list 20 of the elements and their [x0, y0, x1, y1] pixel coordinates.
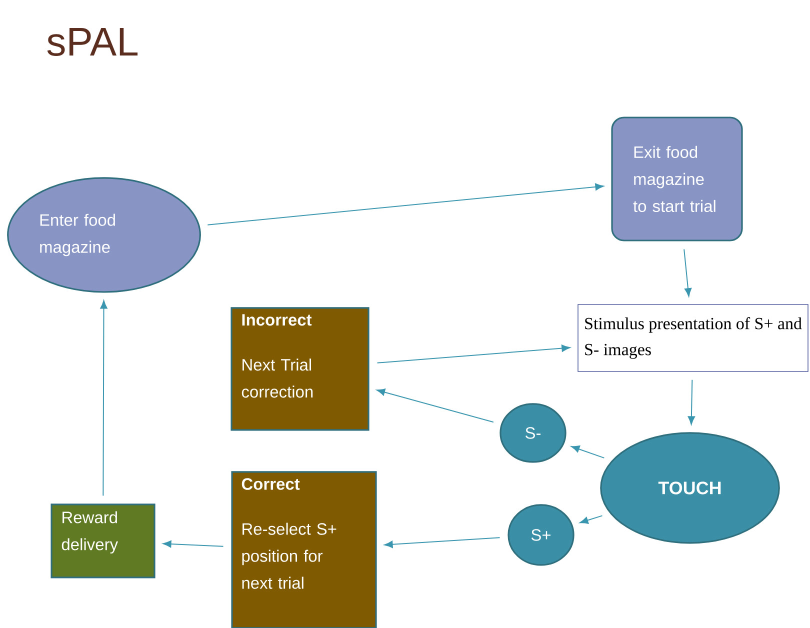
arrow — [684, 248, 692, 297]
arrow — [384, 537, 500, 548]
arrow — [162, 540, 224, 548]
oval-node: TOUCH — [600, 432, 780, 544]
arrow — [580, 515, 603, 524]
title: sPAL — [47, 28, 138, 56]
stimulus-box: Stimulus presentation of S+ and S- images — [578, 304, 808, 372]
arrow — [688, 379, 696, 425]
circle-node: S+ — [508, 504, 574, 566]
circle-node: S- — [500, 403, 566, 463]
outcome-box: Correct Re-select S+ position for next trial — [231, 471, 377, 628]
arrow — [376, 388, 494, 423]
arrow — [100, 300, 108, 496]
arrow — [376, 344, 570, 364]
rounded-box: Exit food magazine to start trial — [611, 116, 743, 242]
oval-node: Enter food magazine — [7, 177, 201, 293]
outcome-box: Incorrect Next Trial correction — [230, 307, 370, 431]
arrow — [571, 446, 605, 458]
arrow — [207, 183, 604, 226]
reward-box: Reward delivery — [50, 504, 156, 578]
